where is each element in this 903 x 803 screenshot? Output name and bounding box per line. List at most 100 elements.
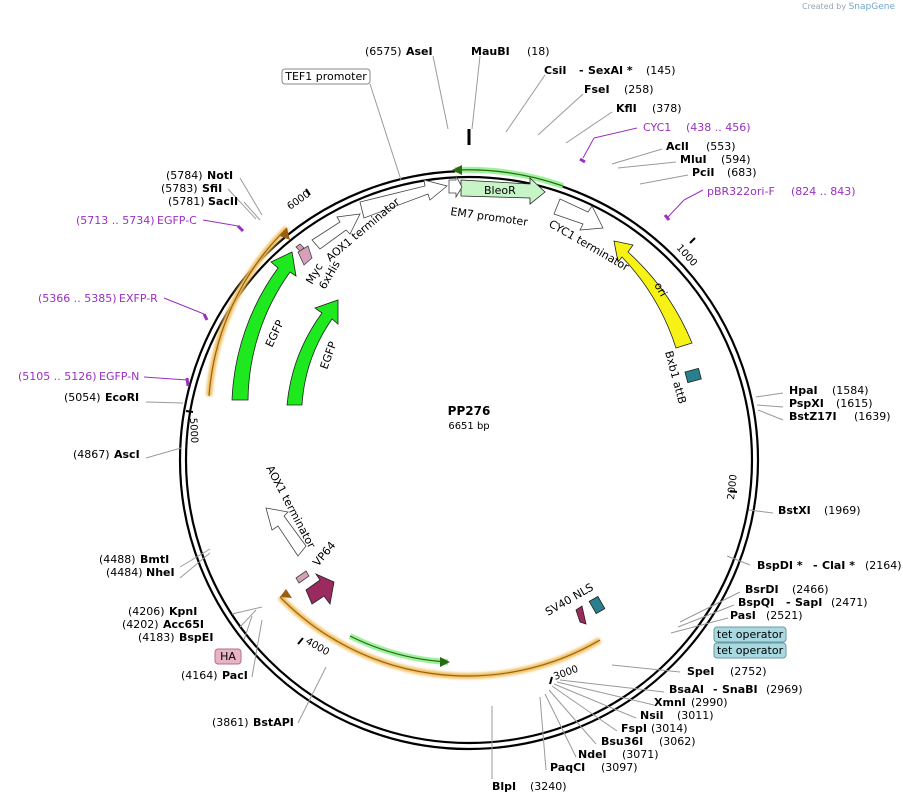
primer-cyc1-name[interactable]: CYC1 [643, 121, 671, 134]
site-sfii[interactable]: SfiI [202, 182, 222, 195]
site-spei-pos: (2752) [730, 665, 767, 678]
label-box-tet-operator-2[interactable]: tet operator [713, 642, 787, 659]
label-em7-promoter[interactable]: EM7 promoter [450, 205, 530, 229]
feature-vp64[interactable] [305, 573, 335, 605]
site-spei[interactable]: SpeI [687, 665, 714, 678]
site-noti[interactable]: NotI [207, 169, 233, 182]
label-ha[interactable]: HA [220, 650, 236, 663]
primer-pbr322ori-f-range: (824 .. 843) [791, 185, 856, 198]
site-kpni-pos: (4206) [128, 605, 165, 618]
site-acli[interactable]: AclI [666, 140, 689, 153]
label-box-tef1[interactable]: TEF1 promoter [281, 68, 371, 85]
feature-aox1-terminator-lower[interactable] [265, 507, 307, 557]
primer-egfp-n-name[interactable]: EGFP-N [99, 370, 139, 383]
site-pasi[interactable]: PasI [730, 609, 756, 622]
feature-ori[interactable] [613, 240, 693, 349]
label-tet-operator-1[interactable]: tet operator [717, 628, 784, 641]
site-separator: - [813, 559, 818, 572]
site-bsu36i[interactable]: Bsu36I [601, 735, 643, 748]
site-kfli[interactable]: KflI [616, 102, 637, 115]
feature-bxb1-attb[interactable] [684, 367, 702, 384]
feature-6xhis[interactable] [295, 243, 305, 252]
site-sfii-pos: (5783) [161, 182, 198, 195]
site-pspxi[interactable]: PspXI [789, 397, 824, 410]
feature-ha-tag[interactable] [295, 570, 310, 584]
site-separator: - [713, 683, 718, 696]
site-separator: - [579, 64, 584, 77]
primer-pbr322ori-f[interactable]: pBR322ori-F (824 .. 843) [663, 185, 856, 221]
site-nhei[interactable]: NheI [146, 566, 175, 579]
feature-tef1-promoter[interactable] [359, 179, 448, 219]
site-sacii[interactable]: SacII [208, 195, 238, 208]
site-bspdi[interactable]: BspDI * [757, 559, 803, 572]
primer-exfp-r[interactable]: (5366 .. 5385) EXFP-R [38, 292, 209, 321]
site-asei[interactable]: AseI [406, 45, 433, 58]
site-paci[interactable]: PacI [222, 669, 248, 682]
plasmid-name: PP276 [448, 404, 491, 418]
site-bstapi[interactable]: BstAPI [253, 716, 294, 729]
site-kpni[interactable]: KpnI [169, 605, 197, 618]
site-acc65i[interactable]: Acc65I [163, 618, 204, 631]
primer-egfp-c-name[interactable]: EGFP-C [157, 214, 197, 227]
site-bstxi-pos: (1969) [824, 504, 861, 517]
site-bsrdi[interactable]: BsrDI [745, 583, 779, 596]
site-snabi[interactable]: SnaBI [722, 683, 758, 696]
site-fspi[interactable]: FspI [621, 722, 647, 735]
site-ndei[interactable]: NdeI [578, 748, 607, 761]
tick-label-6000: 6000 [285, 189, 312, 213]
label-egfp-inner[interactable]: EGFP [318, 340, 340, 372]
label-bleor[interactable]: BleoR [484, 184, 516, 197]
feature-myc[interactable] [297, 245, 313, 266]
site-bstz17i-pos: (1639) [854, 410, 891, 423]
site-bsaai[interactable]: BsaAI [669, 683, 704, 696]
site-sapi[interactable]: SapI [795, 596, 822, 609]
site-sexai[interactable]: SexAI * [588, 64, 633, 77]
site-bspei[interactable]: BspEI [179, 631, 213, 644]
site-blpi[interactable]: BlpI [492, 780, 516, 793]
feature-egfp-outer[interactable] [231, 251, 297, 401]
label-egfp-outer[interactable]: EGFP [263, 318, 287, 350]
site-bspqi[interactable]: BspQI [738, 596, 774, 609]
feature-bleor[interactable] [460, 177, 546, 205]
label-sv40-nls[interactable]: SV40 NLS [543, 581, 596, 619]
site-separator: - [786, 596, 791, 609]
site-bmti[interactable]: BmtI [140, 553, 169, 566]
primer-egfp-c[interactable]: (5713 .. 5734) EGFP-C [76, 214, 245, 233]
site-xmni[interactable]: XmnI [654, 696, 686, 709]
feature-em7-promoter[interactable] [448, 175, 463, 199]
label-bxb1-attb[interactable]: Bxb1 attB [662, 349, 689, 405]
site-bstxi[interactable]: BstXI [778, 504, 811, 517]
site-bsrdi-pos: (2466) [792, 583, 829, 596]
feature-sv40-nls[interactable] [575, 605, 587, 625]
site-paqci[interactable]: PaqCI [550, 761, 585, 774]
label-tef1-promoter[interactable]: TEF1 promoter [284, 70, 367, 83]
label-ori[interactable]: ori [651, 280, 669, 299]
label-tet-operator-2[interactable]: tet operator [717, 644, 784, 657]
feature-cyc1-terminator[interactable] [553, 198, 604, 231]
site-bsu36i-pos: (3062) [659, 735, 696, 748]
site-asci[interactable]: AscI [114, 448, 140, 461]
site-nhei-pos: (4484) [106, 566, 143, 579]
site-clai[interactable]: ClaI * [822, 559, 855, 572]
label-box-ha[interactable]: HA [214, 648, 242, 665]
feature-aox1-terminator-upper[interactable] [311, 213, 361, 250]
site-fsei-pos: (258) [624, 83, 654, 96]
site-ecori[interactable]: EcoRI [105, 391, 139, 404]
feature-tet-operator-mark[interactable] [588, 595, 606, 615]
primer-cyc1[interactable]: CYC1 (438 .. 456) [579, 121, 751, 164]
site-bstz17i[interactable]: BstZ17I [789, 410, 837, 423]
primer-pbr322ori-f-name[interactable]: pBR322ori-F [707, 185, 775, 198]
site-fsei[interactable]: FseI [584, 83, 610, 96]
primer-exfp-r-name[interactable]: EXFP-R [119, 292, 158, 305]
primer-egfp-n-range: (5105 .. 5126) [18, 370, 97, 383]
site-csii[interactable]: CsiI [544, 64, 566, 77]
feature-egfp-inner[interactable] [286, 299, 339, 406]
primer-egfp-n[interactable]: (5105 .. 5126) EGFP-N [18, 370, 190, 387]
site-bspei-pos: (4183) [138, 631, 175, 644]
label-box-tet-operator-1[interactable]: tet operator [713, 626, 787, 643]
site-mlui[interactable]: MluI [680, 153, 707, 166]
site-nsii[interactable]: NsiI [640, 709, 664, 722]
site-hpai[interactable]: HpaI [789, 384, 818, 397]
site-pcii[interactable]: PciI [692, 166, 714, 179]
site-maubi[interactable]: MauBI [471, 45, 510, 58]
